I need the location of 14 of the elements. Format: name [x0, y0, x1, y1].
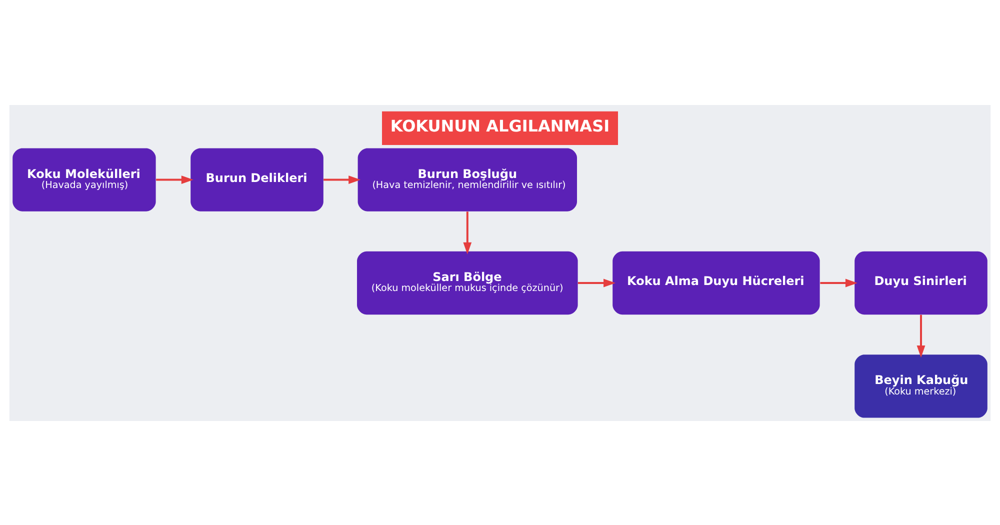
node-box: Koku Molekülleri (Havada yayılmış): [12, 148, 156, 211]
arrow: [916, 314, 926, 358]
arrow: [820, 278, 858, 287]
diagram-title: KOKUNUN ALGILANMASI: [390, 116, 610, 135]
arrow: [463, 211, 472, 254]
arrow: [578, 278, 616, 287]
node-box: Duyu Sinirleri: [854, 250, 988, 314]
node-box: Burun Boşluğu (Hava temizlenir, nemlendirilir ve ısıtılır): [358, 148, 577, 211]
node-box: Burun Delikleri: [190, 148, 324, 211]
node-box: Sarı Bölge (Koku moleküller mukus içinde çözünür): [357, 250, 578, 314]
arrow: [156, 175, 194, 184]
arrow: [324, 175, 361, 184]
node-box: Beyin Kabuğu (Koku merkezi): [854, 354, 988, 418]
node-box: Koku Alma Duyu Hücreleri: [612, 250, 820, 314]
